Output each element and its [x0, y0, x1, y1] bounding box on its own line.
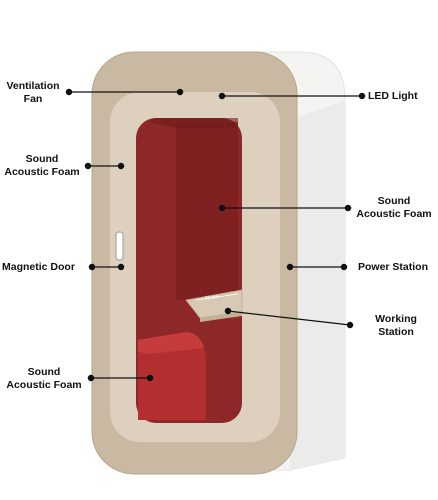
- interior-back-wall: [176, 122, 238, 300]
- callout-dot-foam-bottom: [87, 374, 95, 382]
- label-sound-foam-bottom: Sound Acoustic Foam: [6, 366, 82, 391]
- seat-acoustic-foam: [138, 332, 206, 420]
- desk-edge: [200, 312, 242, 322]
- door-handle: [115, 231, 124, 261]
- seat-top: [138, 332, 204, 354]
- desk-dimension-line: [195, 293, 239, 301]
- label-sound-foam-left: Sound Acoustic Foam: [4, 153, 80, 178]
- interior-ceiling: [150, 118, 238, 128]
- label-working-station: Working Station: [375, 313, 417, 338]
- label-ventilation-fan: Ventilation Fan: [6, 80, 60, 105]
- booth-side-shade: [290, 100, 345, 470]
- callout-dot-working: [224, 307, 232, 315]
- callout-dot-led: [218, 92, 226, 100]
- callout-lines: [65, 88, 366, 382]
- label-led-light: LED Light: [368, 90, 418, 102]
- callout-dot-ventilation: [65, 88, 73, 96]
- label-power-station: Power Station: [358, 261, 429, 273]
- callout-dot-door: [88, 263, 96, 271]
- callout-dot-power: [286, 263, 294, 271]
- label-sound-foam-right: Sound Acoustic Foam: [356, 195, 432, 220]
- callout-dot-foam-left: [84, 162, 92, 170]
- label-magnetic-door: Magnetic Door: [2, 261, 75, 273]
- callout-dot-foam-right: [218, 204, 226, 212]
- desk-dimension-text: 70 cm: [204, 294, 218, 302]
